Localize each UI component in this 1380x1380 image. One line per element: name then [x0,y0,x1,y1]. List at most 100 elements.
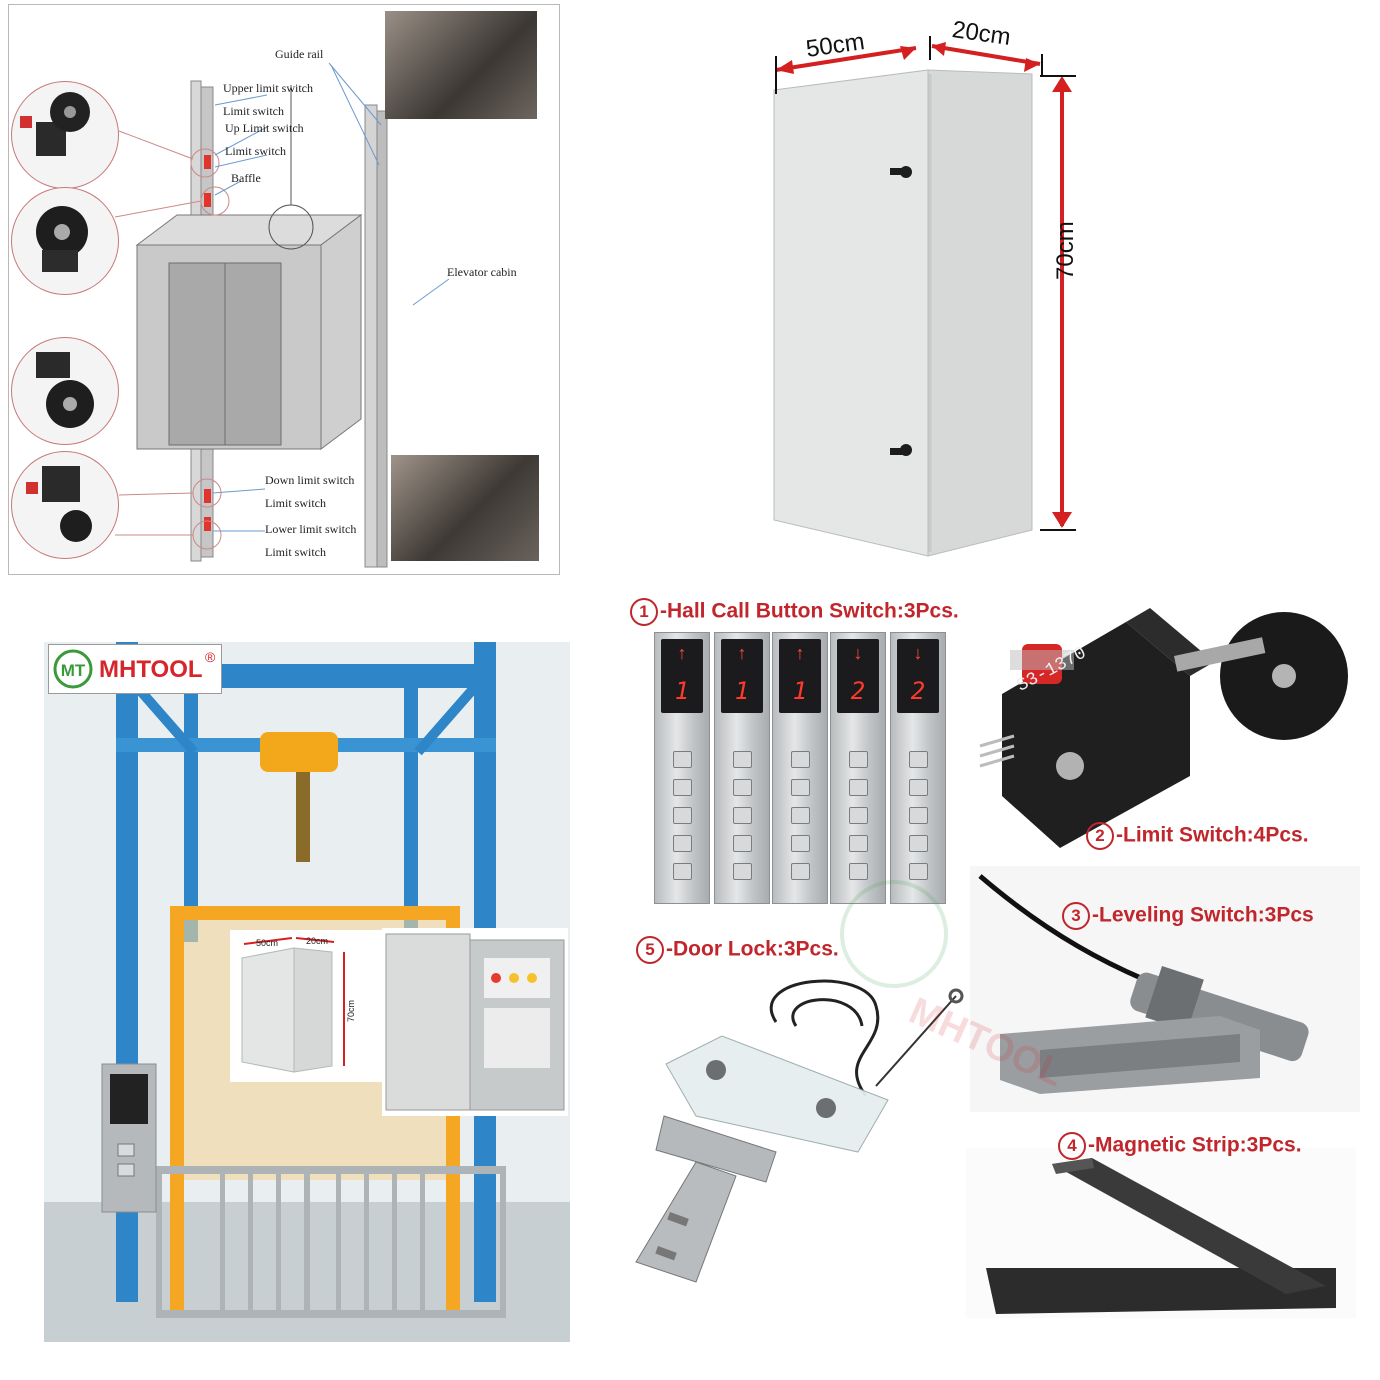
part-2-title: 2-Limit Switch:4Pcs. [1086,822,1309,850]
floor-key[interactable] [791,807,810,824]
elevator-cabin-label: Elevator cabin [447,265,517,279]
hall-call-panel: ↑1 [654,632,710,904]
floor-key[interactable] [909,751,928,768]
cabinet-drawing [773,36,1076,557]
floor-key[interactable] [849,835,868,852]
leveling-switch-photo [970,866,1360,1112]
guide-rail-label: Guide rail [275,47,324,61]
hall-call-panel: ↓2 [830,632,886,904]
down-arrow-icon: ↓ [853,643,863,663]
floor-key[interactable] [909,807,928,824]
floor-key[interactable] [909,863,928,880]
hall-call-panel: ↑1 [714,632,770,904]
floor-key[interactable] [849,807,868,824]
floor-key[interactable] [673,863,692,880]
floor-key[interactable] [791,835,810,852]
floor-number: 2 [850,677,866,705]
floor-number: 1 [792,677,808,705]
magnetic-strip-photo [966,1148,1356,1318]
brand-name: MHTOOL [99,656,203,683]
limit-switch-drawing [979,608,1348,848]
floor-key[interactable] [909,779,928,796]
limit-switch-label: Limit switch [265,496,326,510]
floor-key[interactable] [673,807,692,824]
roller-detail-circle [11,81,119,189]
limit-switch-photo: S3-1370 [974,586,1354,862]
floor-key[interactable] [791,751,810,768]
inset-width-label: 50cm [256,938,279,948]
down-limit-switch-label: Down limit switch [265,473,355,487]
lower-limit-switch-label: Lower limit switch [265,522,357,536]
inset-depth-label: 20cm [306,936,329,946]
part-2-label: -Limit Switch:4Pcs. [1116,823,1309,847]
up-arrow-icon: ↑ [677,643,687,663]
part-3-title: 3-Leveling Switch:3Pcs [1062,902,1314,930]
mhtool-logo: MT MHTOOL ® [48,644,222,694]
floor-display: ↑1 [779,639,821,713]
hall-call-panel: ↓2 [890,632,946,904]
limit-switch-label: Limit switch [265,545,326,559]
part-5-title: 5-Door Lock:3Pcs. [636,936,839,964]
part-3-number: 3 [1062,902,1090,930]
floor-key[interactable] [849,863,868,880]
cabinet-height-label: 70cm [1052,221,1079,280]
part-3-label: -Leveling Switch:3Pcs [1092,903,1314,927]
installation-drawing [44,642,570,1342]
floor-key[interactable] [849,779,868,796]
installation-photo: MT MHTOOL ® 50cm 20cm 70cm [44,642,570,1342]
floor-key[interactable] [733,751,752,768]
floor-key[interactable] [849,751,868,768]
limit-switch-label: Limit switch [223,104,284,118]
roller-detail-circle [11,337,119,445]
floor-display: ↑1 [721,639,763,713]
floor-display: ↓2 [897,639,939,713]
floor-display: ↑1 [661,639,703,713]
hall-call-panel: ↑1 [772,632,828,904]
down-arrow-icon: ↓ [913,643,923,663]
baffle-label: Baffle [231,171,261,185]
part-2-number: 2 [1086,822,1114,850]
floor-number: 1 [674,677,690,705]
door-lock-photo [626,966,966,1302]
up-arrow-icon: ↑ [737,643,747,663]
lower-switch-photo [391,455,539,561]
upper-switch-photo [385,11,537,119]
floor-key[interactable] [733,863,752,880]
diagram-drawing [114,62,450,568]
part-1-label: -Hall Call Button Switch:3Pcs. [660,599,959,623]
upper-limit-switch-label: Upper limit switch [223,81,313,95]
floor-key[interactable] [791,863,810,880]
elevator-diagram: Guide rail Upper limit switch Limit swit… [8,4,560,575]
floor-number: 2 [910,677,926,705]
floor-key[interactable] [791,779,810,796]
limit-switch-label: Limit switch [225,144,286,158]
floor-key[interactable] [733,807,752,824]
part-4-label: -Magnetic Strip:3Pcs. [1088,1133,1302,1157]
mhtool-logo-icon: MT [53,649,93,689]
leveling-switch-drawing [978,874,1309,1094]
part-1-number: 1 [630,598,658,626]
part-5-number: 5 [636,936,664,964]
floor-key[interactable] [909,835,928,852]
registered-mark: ® [205,649,216,665]
part-1-title: 1-Hall Call Button Switch:3Pcs. [630,598,959,626]
part-5-label: -Door Lock:3Pcs. [666,937,839,961]
control-cabinet-figure: 50cm 20cm 70cm [700,0,1120,580]
part-4-title: 4-Magnetic Strip:3Pcs. [1058,1132,1302,1160]
floor-key[interactable] [733,835,752,852]
door-lock-drawing [635,979,964,1283]
floor-key[interactable] [673,751,692,768]
watermark-logo [840,880,948,988]
floor-key[interactable] [673,835,692,852]
magnetic-strip-drawing [986,1158,1336,1314]
floor-key[interactable] [733,779,752,796]
roller-detail-circle [11,451,119,559]
floor-display: ↓2 [837,639,879,713]
floor-number: 1 [734,677,750,705]
floor-key[interactable] [673,779,692,796]
svg-text:MT: MT [61,661,86,680]
part-4-number: 4 [1058,1132,1086,1160]
up-arrow-icon: ↑ [795,643,805,663]
inset-height-label: 70cm [346,999,356,1022]
up-limit-switch-label: Up Limit switch [225,121,304,135]
